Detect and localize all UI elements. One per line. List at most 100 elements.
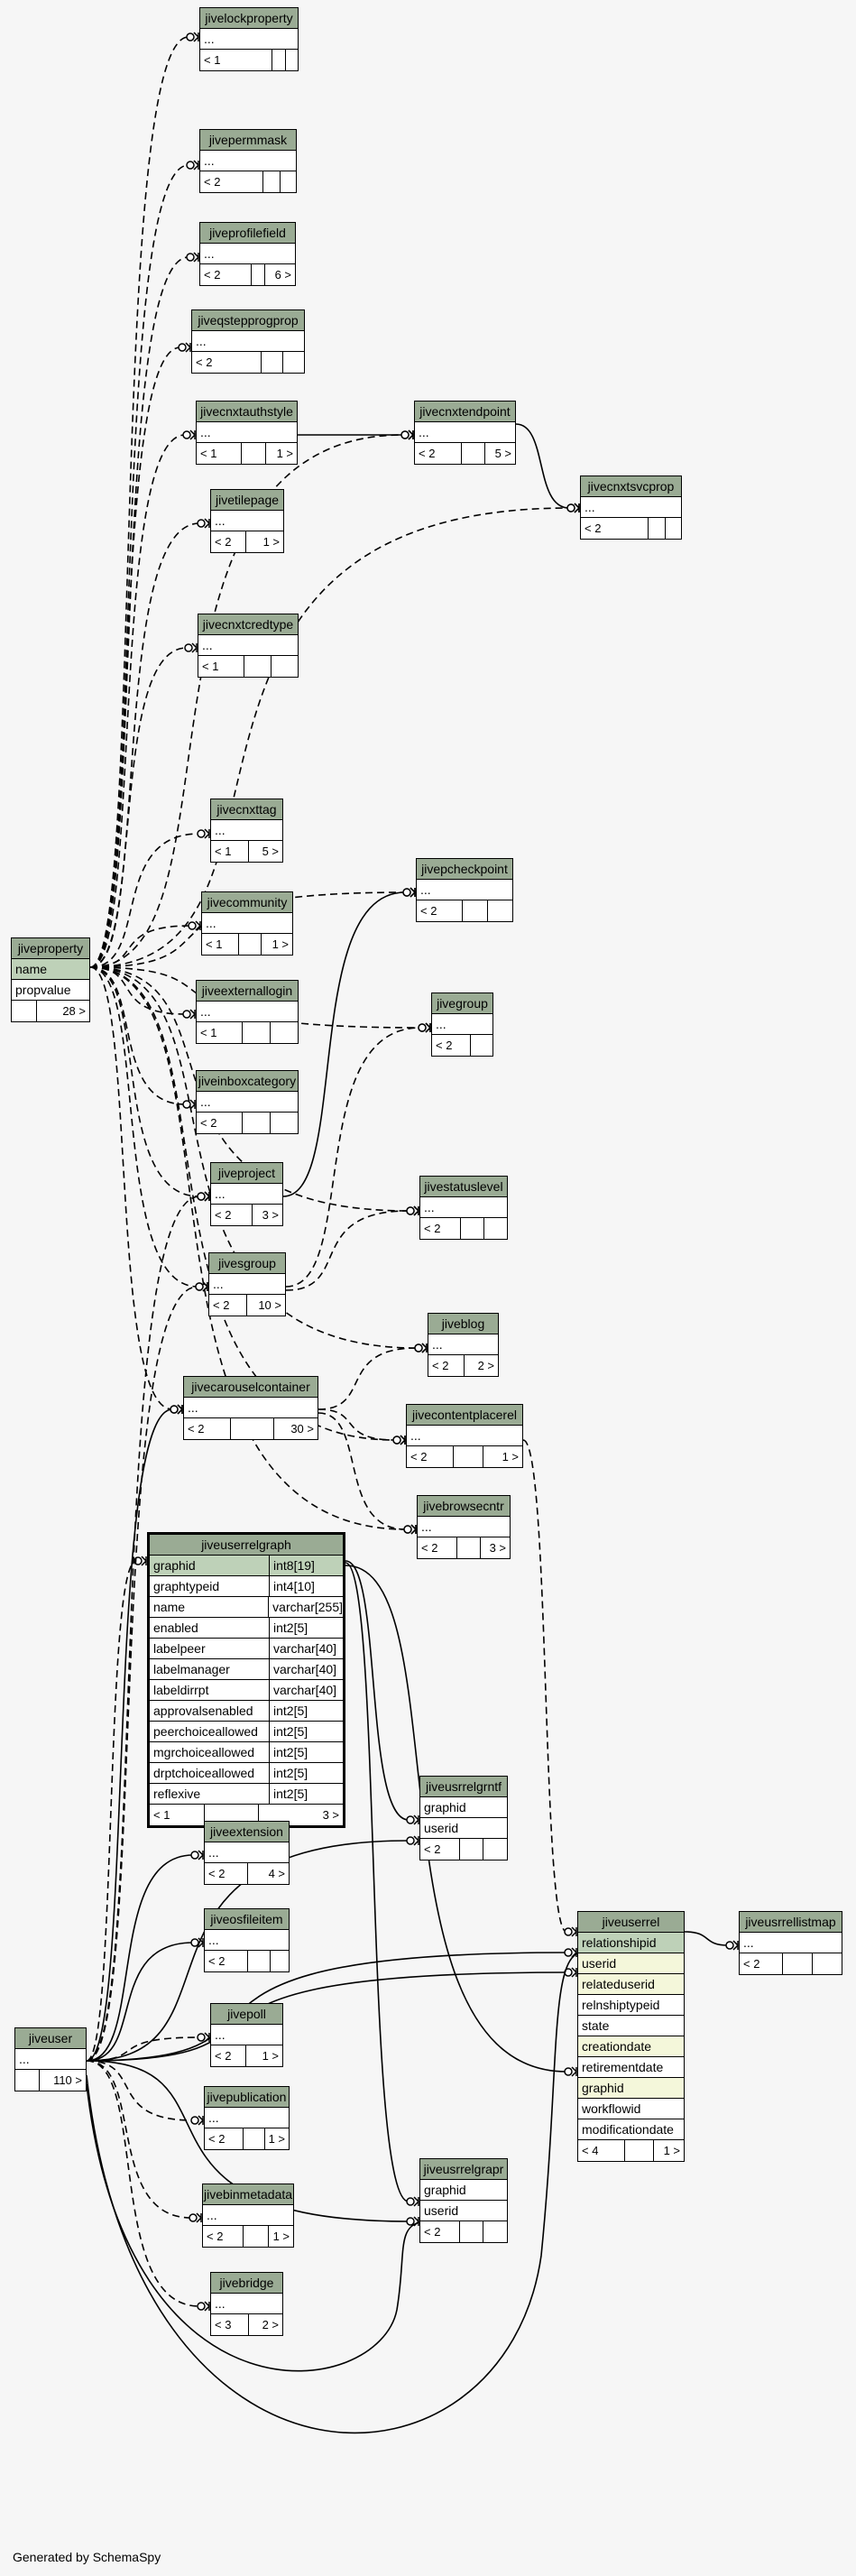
table-column-row[interactable]: ... bbox=[420, 1197, 507, 1218]
table-jivepcheckpoint[interactable]: jivepcheckpoint...< 2 bbox=[416, 858, 513, 922]
table-title[interactable]: jiveinboxcategory bbox=[197, 1071, 298, 1092]
table-column-row[interactable]: ... bbox=[418, 1517, 510, 1537]
table-title[interactable]: jiveproperty bbox=[12, 938, 89, 959]
table-title[interactable]: jivecommunity bbox=[202, 892, 292, 913]
table-column-row[interactable]: ... bbox=[407, 1426, 522, 1446]
table-title[interactable]: jivelockproperty bbox=[200, 8, 298, 29]
table-jiveqstepprogprop[interactable]: jiveqstepprogprop...< 2 bbox=[191, 309, 305, 374]
table-jiveuser[interactable]: jiveuser...110 > bbox=[14, 2027, 87, 2091]
table-title[interactable]: jiveprofilefield bbox=[200, 223, 295, 244]
table-column-row[interactable]: ... bbox=[200, 244, 295, 264]
table-column-row[interactable]: graphid bbox=[578, 2078, 684, 2099]
table-column-row[interactable]: ... bbox=[581, 497, 681, 518]
table-column-row[interactable]: ... bbox=[740, 1933, 842, 1953]
table-jiveosfileitem[interactable]: jiveosfileitem...< 2 bbox=[204, 1908, 290, 1972]
table-jivelockproperty[interactable]: jivelockproperty...< 1 bbox=[199, 7, 299, 71]
table-jivepermmask[interactable]: jivepermmask...< 2 bbox=[199, 129, 297, 193]
table-title[interactable]: jivebinmetadata bbox=[203, 2184, 293, 2205]
table-column-row[interactable]: ... bbox=[198, 635, 298, 656]
table-jiveinboxcategory[interactable]: jiveinboxcategory...< 2 bbox=[196, 1070, 299, 1134]
table-column-row[interactable]: modificationdate bbox=[578, 2119, 684, 2140]
table-column-row[interactable]: relationshipid bbox=[578, 1933, 684, 1953]
table-column-row[interactable]: ... bbox=[211, 2025, 282, 2045]
table-column-row[interactable]: ... bbox=[202, 913, 292, 934]
table-column-row[interactable]: ... bbox=[184, 1398, 318, 1418]
table-column-row[interactable]: ... bbox=[417, 880, 512, 900]
table-title[interactable]: jiveblog bbox=[428, 1314, 498, 1334]
table-title[interactable]: jivegroup bbox=[432, 993, 492, 1014]
table-title[interactable]: jiveqstepprogprop bbox=[192, 310, 304, 331]
table-title[interactable]: jiveusrrelgrapr bbox=[420, 2159, 507, 2180]
table-title[interactable]: jiveuserrelgraph bbox=[150, 1535, 343, 1556]
table-title[interactable]: jiveexternallogin bbox=[197, 981, 298, 1002]
table-column-row[interactable]: ... bbox=[211, 2294, 282, 2314]
table-column-row[interactable]: ... bbox=[197, 1002, 298, 1022]
table-title[interactable]: jivecarouselcontainer bbox=[184, 1377, 318, 1398]
table-title[interactable]: jivepoll bbox=[211, 2004, 282, 2025]
table-column-row[interactable]: ... bbox=[211, 820, 282, 841]
table-column-row[interactable]: ... bbox=[200, 29, 298, 50]
table-column-row[interactable]: ... bbox=[209, 1274, 285, 1295]
table-column-row[interactable]: workflowid bbox=[578, 2099, 684, 2119]
table-jivecnxtcredtype[interactable]: jivecnxtcredtype...< 1 bbox=[198, 614, 299, 678]
table-column-row[interactable]: ... bbox=[205, 1842, 289, 1863]
table-jiveexternallogin[interactable]: jiveexternallogin...< 1 bbox=[196, 980, 299, 1044]
table-column-row[interactable]: ... bbox=[200, 151, 296, 171]
table-column-row[interactable]: ... bbox=[211, 511, 283, 531]
table-column-row[interactable]: graphid bbox=[420, 2180, 507, 2201]
table-column-row[interactable]: ... bbox=[415, 422, 515, 443]
table-column-row[interactable]: ... bbox=[211, 1184, 282, 1205]
table-title[interactable]: jivebridge bbox=[211, 2273, 282, 2294]
table-jiveusrrellistmap[interactable]: jiveusrrellistmap...< 2 bbox=[739, 1911, 842, 1975]
table-title[interactable]: jiveproject bbox=[211, 1163, 282, 1184]
table-column-row[interactable]: ... bbox=[15, 2049, 86, 2070]
table-column-row[interactable]: ... bbox=[428, 1334, 498, 1355]
table-column-row[interactable]: retirementdate bbox=[578, 2057, 684, 2078]
table-title[interactable]: jiveuserrel bbox=[578, 1912, 684, 1933]
table-title[interactable]: jivesgroup bbox=[209, 1253, 285, 1274]
table-column-row[interactable]: ... bbox=[205, 2108, 289, 2128]
table-title[interactable]: jivepermmask bbox=[200, 130, 296, 151]
table-title[interactable]: jiveosfileitem bbox=[205, 1909, 289, 1930]
table-title[interactable]: jivestatuslevel bbox=[420, 1177, 507, 1197]
table-column-row[interactable]: graphid bbox=[420, 1797, 507, 1818]
table-title[interactable]: jivecnxttag bbox=[211, 799, 282, 820]
table-column-row[interactable]: userid bbox=[420, 1818, 507, 1839]
table-column-row[interactable]: propvalue bbox=[12, 980, 89, 1001]
table-jivecnxtsvcprop[interactable]: jivecnxtsvcprop...< 2 bbox=[580, 475, 682, 540]
table-title[interactable]: jivetilepage bbox=[211, 490, 283, 511]
table-column-row[interactable]: userid bbox=[420, 2201, 507, 2221]
table-column-row[interactable]: ... bbox=[205, 1930, 289, 1951]
table-column-row[interactable]: ... bbox=[192, 331, 304, 352]
table-column-row[interactable]: ... bbox=[203, 2205, 293, 2226]
table-column-row[interactable]: ... bbox=[197, 422, 297, 443]
table-column-row[interactable]: name bbox=[12, 959, 89, 980]
table-column-row[interactable]: relnshiptypeid bbox=[578, 1995, 684, 2016]
table-column-row[interactable]: state bbox=[578, 2016, 684, 2036]
table-title[interactable]: jiveuser bbox=[15, 2028, 86, 2049]
